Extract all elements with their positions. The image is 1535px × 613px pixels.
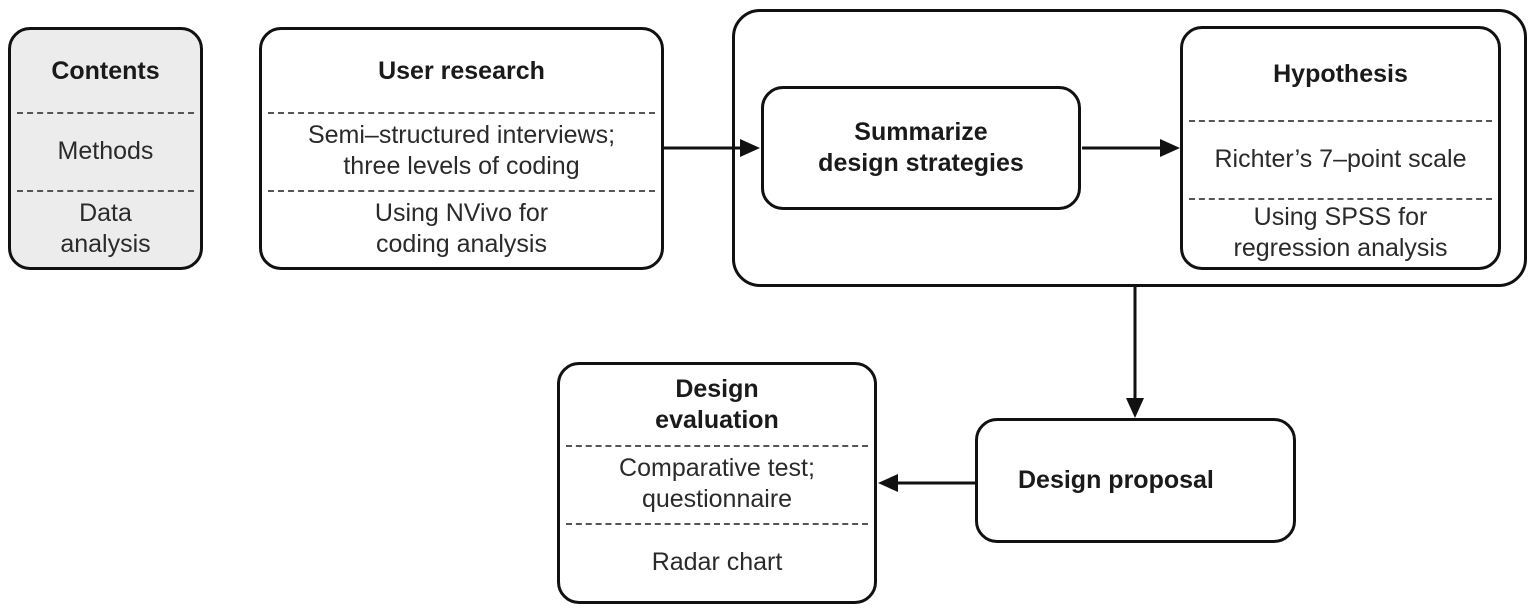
contents-data-analysis-row: Data analysis [11,190,200,268]
hypothesis-analysis-line2: regression analysis [1233,234,1448,262]
summarize-title-line1: Summarize [854,118,988,146]
arrow-container-to-design-proposal [1126,287,1144,418]
arrow-summarize-to-hypothesis [1082,139,1180,157]
contents-divider-2 [17,190,194,192]
user-research-analysis: Using NVivo for coding analysis [262,190,661,268]
summarize-box: Summarize design strategies [761,86,1081,210]
contents-legend-box: Contents Methods Data analysis [8,27,203,270]
contents-title: Contents [11,30,200,112]
user-research-analysis-line2: coding analysis [376,230,547,258]
design-evaluation-analysis-text: Radar chart [651,547,783,576]
user-research-divider-1 [268,112,655,114]
user-research-analysis-line1: Using NVivo for [374,199,549,227]
hypothesis-title-text: Hypothesis [1273,60,1408,88]
hypothesis-box: Hypothesis Richter’s 7–point scale Using… [1180,26,1501,270]
design-evaluation-box: Design evaluation Comparative test; ques… [557,362,877,604]
design-evaluation-title-line2: evaluation [655,406,779,434]
hypothesis-divider-1 [1189,120,1492,122]
hypothesis-method: Richter’s 7–point scale [1183,120,1498,198]
hypothesis-method-text: Richter’s 7–point scale [1214,144,1467,173]
hypothesis-divider-2 [1189,198,1492,200]
design-proposal-title: Design proposal [978,421,1293,540]
contents-methods-row: Methods [11,112,200,190]
design-evaluation-method: Comparative test; questionnaire [560,445,874,523]
user-research-title: User research [262,30,661,112]
hypothesis-analysis: Using SPSS for regression analysis [1183,198,1498,268]
arrow-design-proposal-to-evaluation [878,474,975,492]
arrow-user-research-to-summarize [664,139,760,157]
user-research-divider-2 [268,190,655,192]
user-research-method-line1: Semi–structured interviews; [307,121,616,149]
contents-methods-text: Methods [57,136,154,165]
summarize-title-line2: design strategies [818,149,1024,177]
design-evaluation-divider-2 [566,523,868,525]
hypothesis-title: Hypothesis [1183,29,1498,120]
contents-data-analysis-line2: analysis [60,230,151,258]
design-evaluation-analysis: Radar chart [560,523,874,601]
contents-data-analysis-line1: Data [79,199,132,227]
user-research-title-text: User research [378,56,545,85]
design-evaluation-divider-1 [566,445,868,447]
design-evaluation-title-line1: Design [675,375,759,403]
user-research-method: Semi–structured interviews; three levels… [262,112,661,190]
design-evaluation-method-line2: questionnaire [641,485,793,513]
summarize-title: Summarize design strategies [764,89,1078,207]
design-proposal-title-text: Design proposal [1018,466,1214,494]
design-evaluation-title: Design evaluation [560,365,874,445]
user-research-box: User research Semi–structured interviews… [259,27,664,270]
design-proposal-box: Design proposal [975,418,1296,543]
contents-title-text: Contents [51,56,160,85]
hypothesis-analysis-line1: Using SPSS for [1253,203,1428,231]
user-research-method-line2: three levels of coding [343,152,580,180]
contents-divider-1 [17,112,194,114]
design-evaluation-method-line1: Comparative test; [619,454,815,482]
